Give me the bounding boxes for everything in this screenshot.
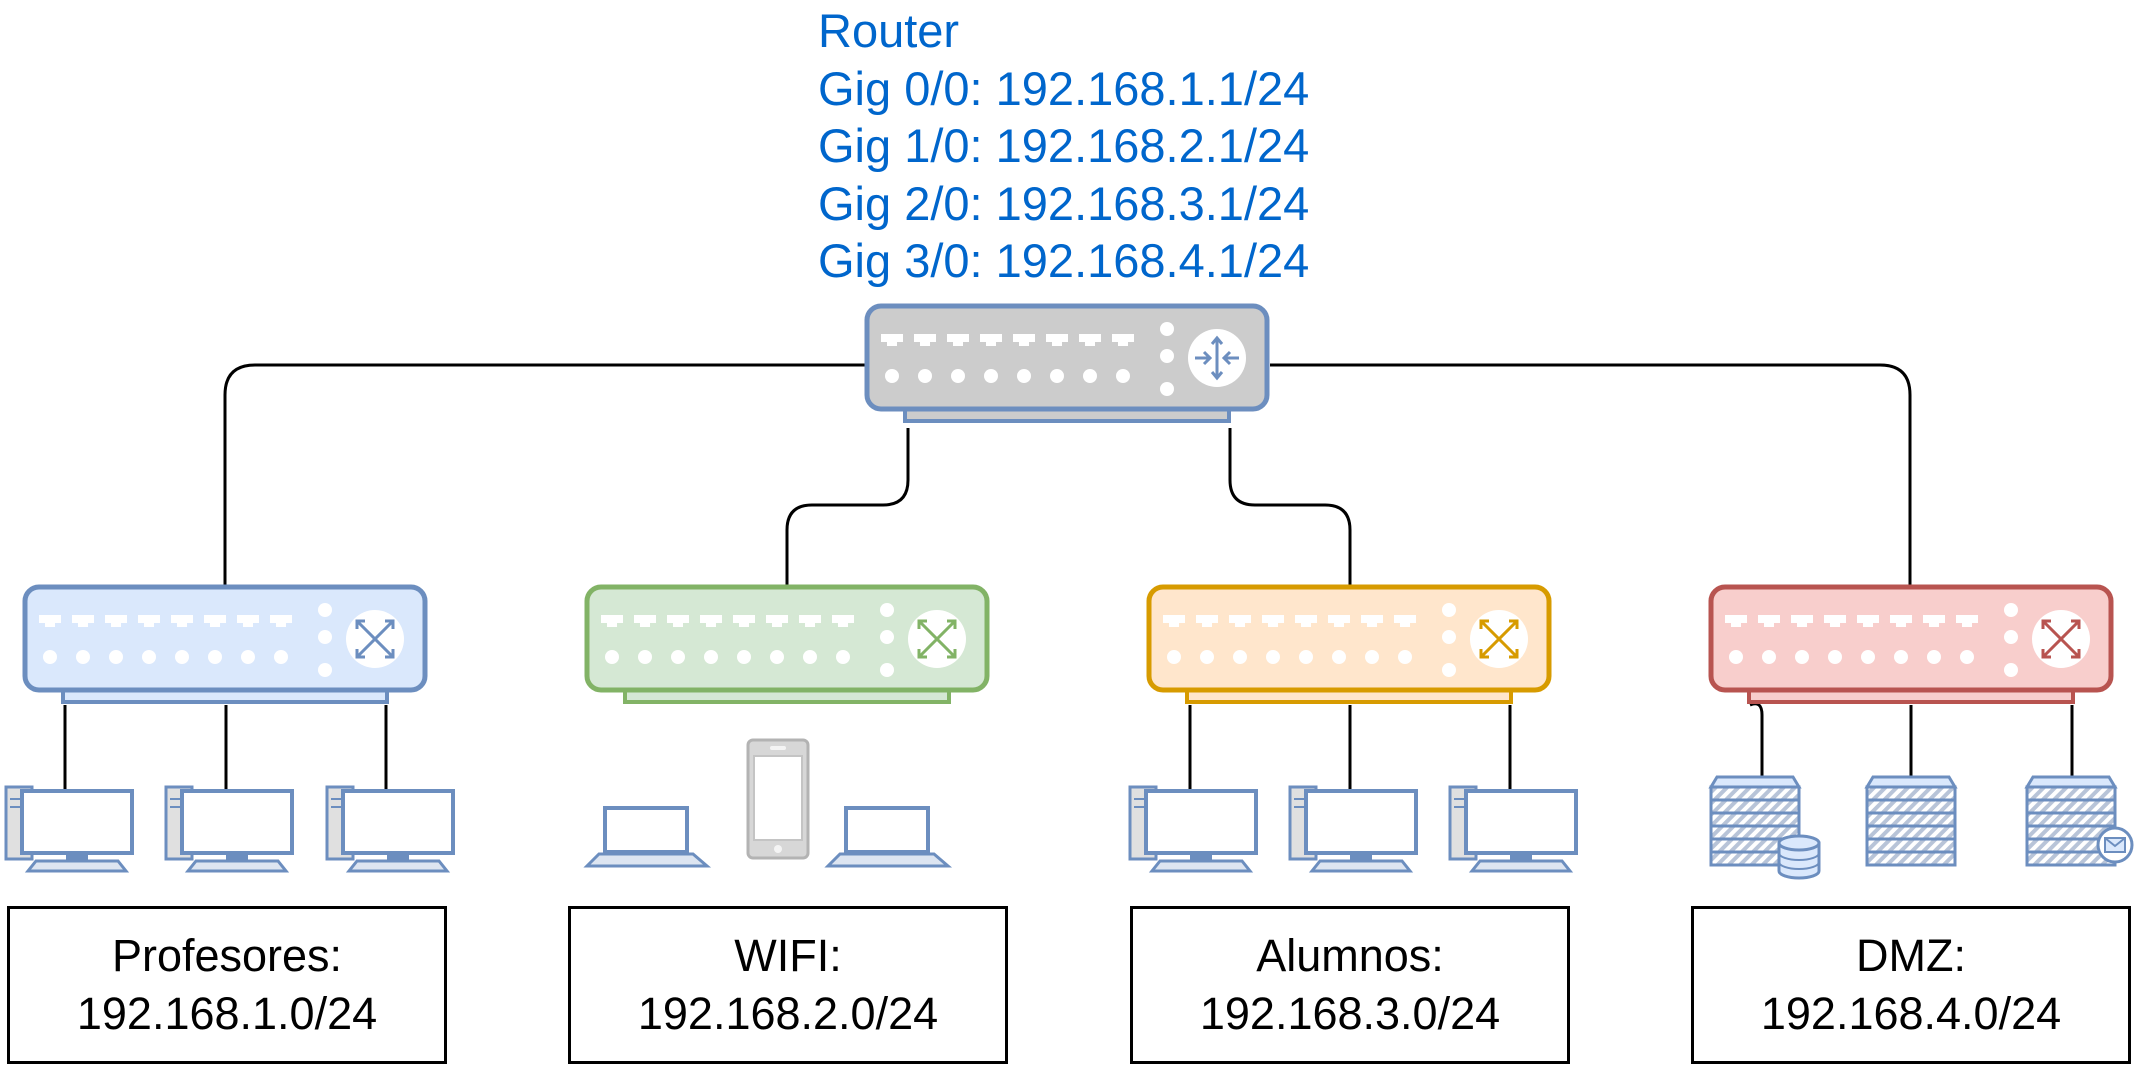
network-box-alumnos: Alumnos: 192.168.3.0/24 <box>1130 906 1570 1064</box>
network-name: Alumnos: <box>1256 930 1444 981</box>
network-name: WIFI: <box>734 930 842 981</box>
switch-1 <box>22 584 428 704</box>
network-subnet: 192.168.2.0/24 <box>637 988 939 1039</box>
link-router-alumnos <box>1228 428 1352 588</box>
desktop-icon <box>164 785 294 873</box>
network-subnet: 192.168.4.0/24 <box>1760 988 2062 1039</box>
switch-icon <box>346 610 404 668</box>
network-subnet: 192.168.3.0/24 <box>1199 988 1501 1039</box>
link-router-profesores <box>223 363 867 588</box>
switch-4 <box>1708 584 2114 704</box>
server-icon <box>1864 775 1958 867</box>
switch-icon <box>2032 610 2090 668</box>
router-interface-gig1: Gig 1/0: 192.168.2.1/24 <box>818 119 1310 173</box>
connection-lines <box>63 363 2074 790</box>
router-config-label: Router Gig 0/0: 192.168.1.1/24 Gig 1/0: … <box>818 2 1309 290</box>
link-router-dmz <box>1270 363 1912 588</box>
desktop-icon <box>4 785 134 873</box>
laptop-icon <box>824 806 953 868</box>
link-router-wifi <box>785 428 910 588</box>
switch-3 <box>1146 584 1552 704</box>
desktop-icon <box>325 785 455 873</box>
router-icon <box>1188 329 1246 387</box>
database-server-icon <box>1708 775 1821 880</box>
desktop-icon <box>1448 785 1578 873</box>
network-box-profesores: Profesores: 192.168.1.0/24 <box>7 906 447 1064</box>
desktop-icon <box>1288 785 1418 873</box>
router-title: Router <box>818 4 960 57</box>
core-router <box>864 303 1270 423</box>
switch-icon <box>908 610 966 668</box>
network-subnet: 192.168.1.0/24 <box>76 988 378 1039</box>
mobile-phone-icon <box>746 738 810 860</box>
network-name: DMZ: <box>1856 930 1966 981</box>
network-box-dmz: DMZ: 192.168.4.0/24 <box>1691 906 2131 1064</box>
link-switch-dmz-srv1 <box>1749 702 1764 780</box>
router-interface-gig0: Gig 0/0: 192.168.1.1/24 <box>818 61 1310 115</box>
mail-server-icon <box>2024 775 2134 867</box>
desktop-icon <box>1128 785 1258 873</box>
network-box-wifi: WIFI: 192.168.2.0/24 <box>568 906 1008 1064</box>
router-interface-gig3: Gig 3/0: 192.168.4.1/24 <box>818 234 1310 288</box>
network-name: Profesores: <box>111 930 343 981</box>
laptop-icon <box>583 806 712 868</box>
router-interface-gig2: Gig 2/0: 192.168.3.1/24 <box>818 176 1310 230</box>
switch-icon <box>1470 610 1528 668</box>
switch-2 <box>584 584 990 704</box>
